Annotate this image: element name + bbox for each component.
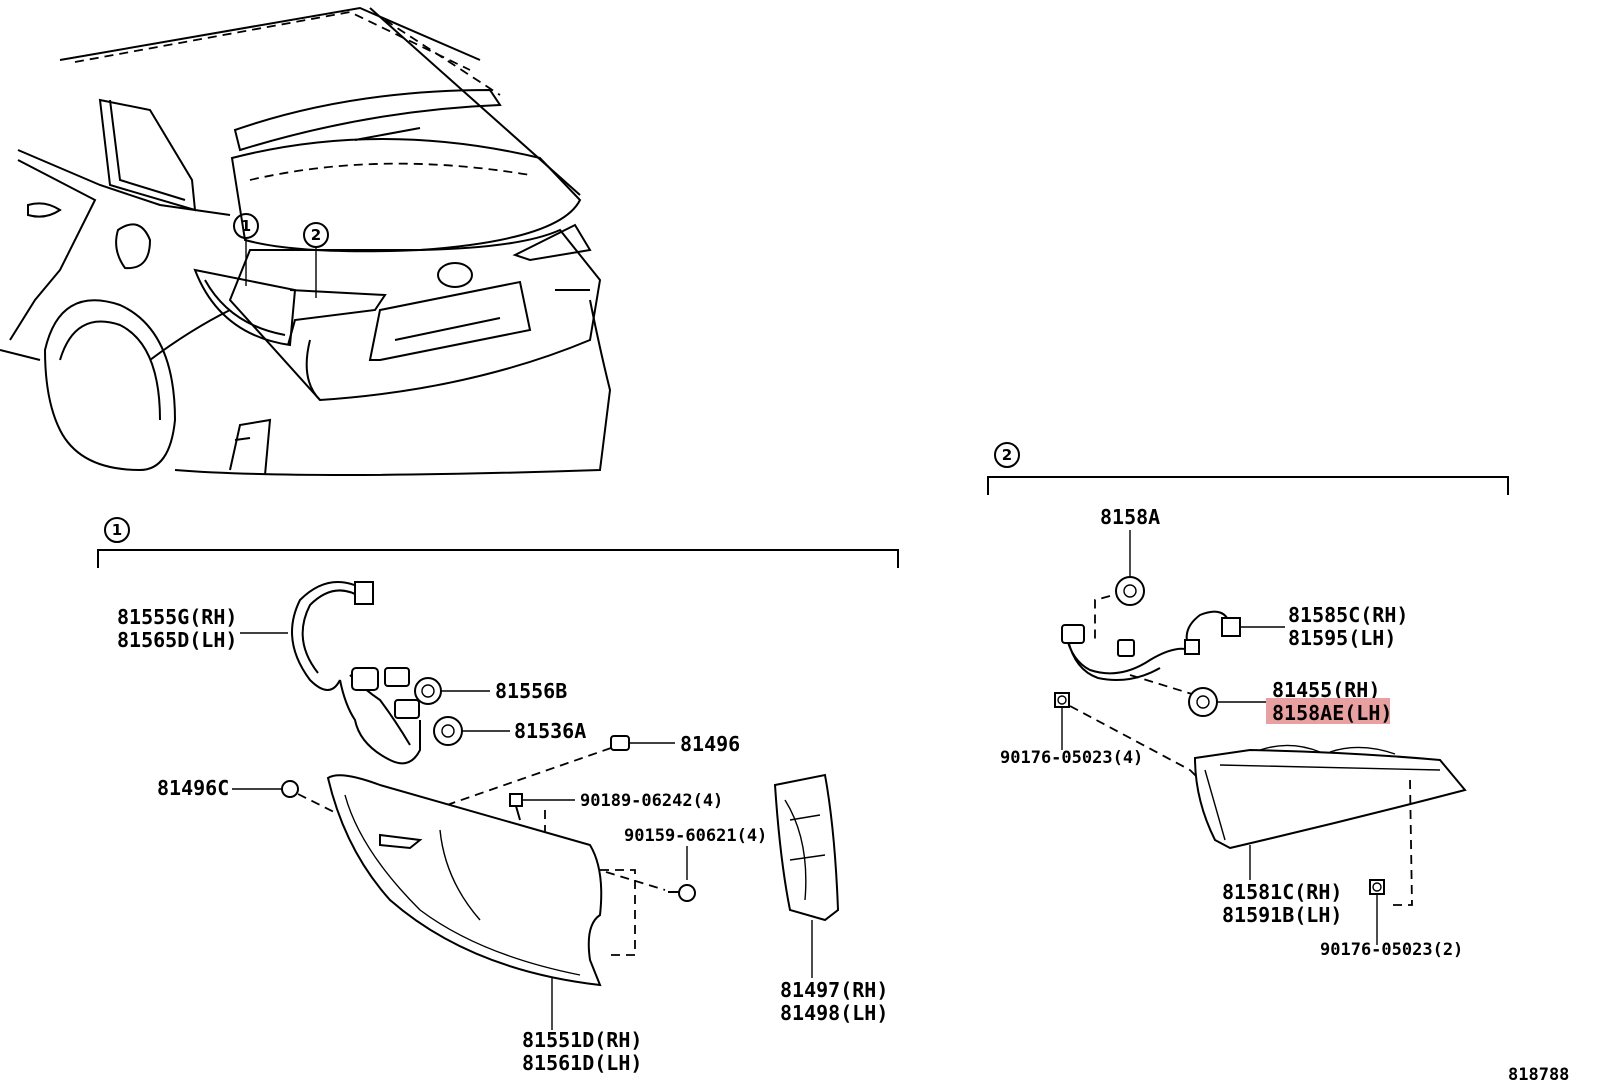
label-harness-rh: 81585C(RH) xyxy=(1288,603,1408,627)
label-socket-8158ae-lh: 8158AE(LH) xyxy=(1272,701,1392,725)
label-gasket-rh: 81497(RH) xyxy=(780,978,888,1002)
callout-1-section xyxy=(104,517,130,543)
harness-81585c xyxy=(1061,610,1285,681)
socket-81556b xyxy=(414,677,490,705)
label-screw-90189: 90189-06242(4) xyxy=(580,791,723,811)
label-lens-rh: 81551D(RH) xyxy=(522,1028,642,1052)
label-harness-lh: 81565D(LH) xyxy=(117,628,237,652)
label-socket-81556b: 81556B xyxy=(495,679,567,703)
callout-2-vehicle-number: 2 xyxy=(311,226,321,244)
label-nut-90176-2: 90176-05023(2) xyxy=(1320,940,1463,960)
highlight-8158ae xyxy=(1266,698,1390,724)
nut-81496c xyxy=(232,780,361,826)
nut-90176-bottom xyxy=(1369,879,1385,945)
clip-81496 xyxy=(374,735,675,831)
label-socket-8158a: 8158A xyxy=(1100,505,1160,529)
diagram-id: 818788 xyxy=(1508,1065,1569,1085)
callout-2-section-number: 2 xyxy=(1002,446,1012,464)
label-lamp-lh: 81591B(LH) xyxy=(1222,903,1342,927)
socket-81455 xyxy=(1129,674,1266,717)
label-harness-lh: 81595(LH) xyxy=(1288,626,1396,650)
section-2-bracket xyxy=(987,476,1509,495)
label-screw-90159: 90159-60621(4) xyxy=(624,826,767,846)
callout-1-section-number: 1 xyxy=(112,521,122,539)
label-lens-lh: 81561D(LH) xyxy=(522,1051,642,1075)
harness-81555g xyxy=(291,581,421,765)
screw-90159-60621 xyxy=(605,846,696,902)
vehicle-rear-illustration: 1 2 xyxy=(0,6,612,476)
label-nut-90176-4: 90176-05023(4) xyxy=(1000,748,1143,768)
section-1-group: 1 xyxy=(97,517,899,1075)
lamp-81581c xyxy=(1193,744,1467,906)
label-socket-81536a: 81536A xyxy=(514,719,586,743)
section-1-bracket xyxy=(97,549,899,568)
label-nut-81496c: 81496C xyxy=(157,776,229,800)
lamp-lens-81551d xyxy=(326,774,636,1030)
section-2-group: 2 xyxy=(987,442,1509,960)
label-clip-81496: 81496 xyxy=(680,732,740,756)
socket-81536a xyxy=(433,716,510,746)
socket-8158a xyxy=(1094,530,1145,640)
callout-1-vehicle-number: 1 xyxy=(241,217,251,235)
label-gasket-lh: 81498(LH) xyxy=(780,1001,888,1025)
screw-90189-06242 xyxy=(509,793,575,840)
nut-90176-left xyxy=(1054,692,1211,791)
label-harness-rh: 81555G(RH) xyxy=(117,605,237,629)
label-lamp-rh: 81581C(RH) xyxy=(1222,880,1342,904)
callout-2-section xyxy=(994,442,1020,468)
gasket-81497 xyxy=(773,773,840,978)
